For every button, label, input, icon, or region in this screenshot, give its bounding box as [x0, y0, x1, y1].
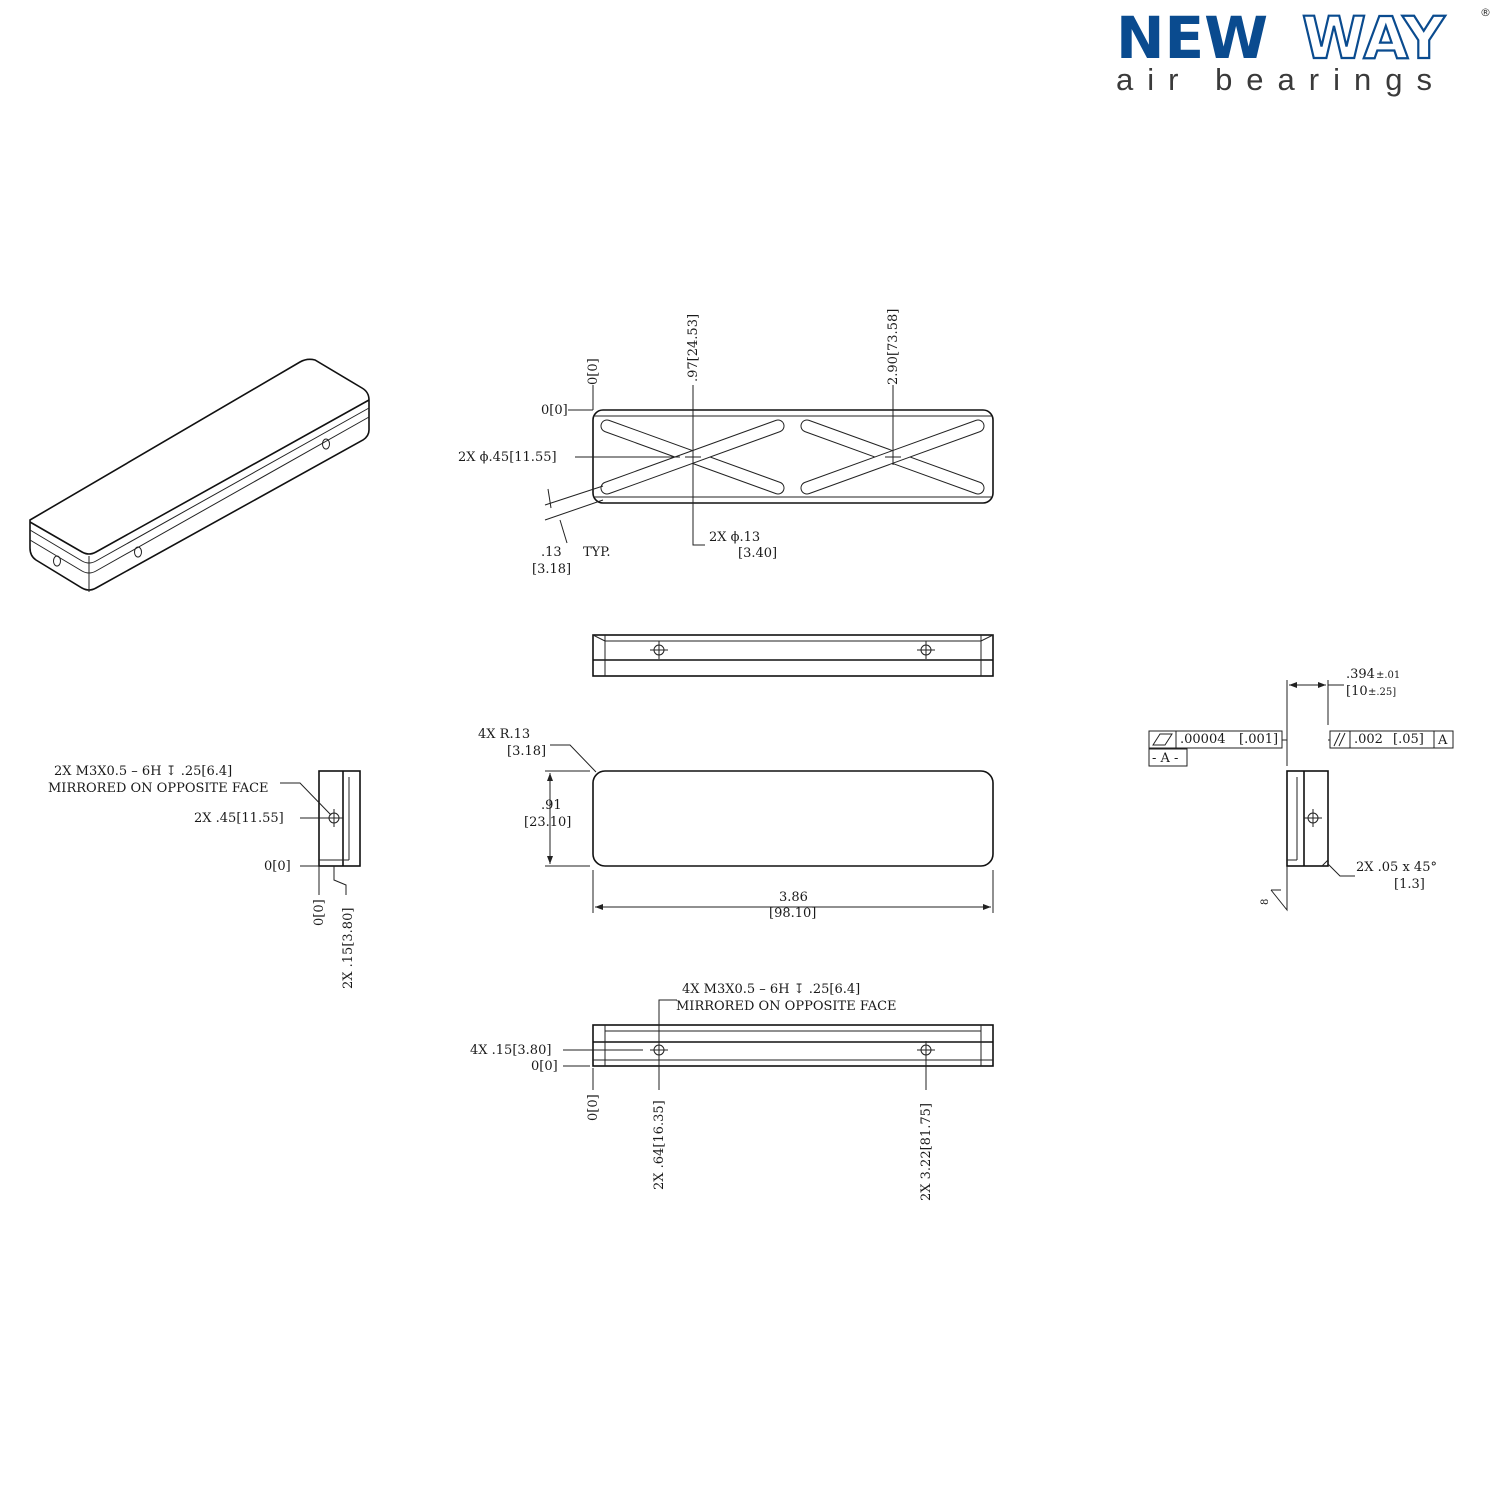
iso-hole: [53, 555, 61, 567]
dim-groove-width: .13: [541, 545, 562, 560]
parallelism-tolerance-mm: [.05]: [1393, 732, 1424, 747]
dim-orifice-mm: [3.40]: [738, 546, 777, 561]
parallelism-frame: [1329, 730, 1454, 749]
dim-corner-radius-mm: [3.18]: [507, 744, 546, 759]
side-mirror-note: MIRRORED ON OPPOSITE FACE: [48, 781, 269, 796]
dim-groove-pos-2: 2.90[73.58]: [886, 309, 901, 385]
dim-chamfer: 2X .05 x 45°: [1356, 860, 1437, 875]
dim-side-depth-pos: 2X .15[3.80]: [341, 908, 356, 989]
left-end-view: 2X M3X0.5 – 6H ↧ .25[6.4] MIRRORED ON OP…: [48, 764, 361, 989]
dim-bottom-depth-pos: 4X .15[3.80]: [470, 1043, 551, 1058]
side-thread-note: 2X M3X0.5 – 6H ↧ .25[6.4]: [54, 764, 232, 779]
dim-length: 3.86: [779, 890, 808, 905]
flatness-tolerance-mm: [.001]: [1239, 732, 1278, 747]
dim-orifice: 2X ϕ.13: [709, 530, 760, 545]
front-view-outline: [592, 770, 994, 867]
isometric-view: [29, 358, 370, 592]
dim-thickness-mm: [10: [1346, 684, 1368, 699]
dim-side-origin-v: 0[0]: [312, 899, 327, 926]
dim-bottom-origin-h: 0[0]: [531, 1059, 558, 1074]
parallelism-datum: A: [1437, 733, 1448, 748]
dim-bore-diameter: 2X ϕ.45[11.55]: [458, 450, 557, 465]
right-end-view: .394 ±.01 [10 ±.25] .00004 [.001] - A - …: [1148, 667, 1454, 912]
dim-groove-width-mm: [3.18]: [532, 562, 571, 577]
dim-height: .91: [541, 798, 562, 813]
dim-side-origin-h: 0[0]: [264, 859, 291, 874]
front-view: 4X R.13 [3.18] .91 [23.10] 3.86 [98.10]: [478, 727, 994, 921]
bottom-thread-note: 4X M3X0.5 – 6H ↧ .25[6.4]: [682, 982, 860, 997]
top-view: 0[0] .97[24.53] 2.90[73.58] 0[0] 2X ϕ.45…: [458, 309, 994, 577]
flatness-icon: [1152, 733, 1173, 746]
dim-bottom-pos-2: 2X 3.22[81.75]: [919, 1103, 934, 1201]
dim-thickness: .394: [1346, 667, 1375, 682]
dim-groove-pos-1: .97[24.53]: [686, 314, 701, 382]
dim-thickness-mm-tol: ±.25]: [1368, 687, 1396, 698]
dim-height-mm: [23.10]: [524, 815, 571, 830]
parallelism-tolerance: .002: [1354, 732, 1383, 747]
dim-origin-x: 0[0]: [541, 403, 568, 418]
dim-origin-y: 0[0]: [586, 358, 601, 385]
dim-side-hole-pos: 2X .45[11.55]: [194, 811, 284, 826]
dim-chamfer-mm: [1.3]: [1394, 877, 1425, 892]
logo-brand-bold: NEW: [1116, 4, 1268, 72]
logo-brand-outline: WAY: [1302, 4, 1446, 72]
dim-corner-radius: 4X R.13: [478, 727, 530, 742]
dim-bottom-pos-1: 2X .64[16.35]: [652, 1100, 667, 1190]
logo-registered-mark: ®: [1480, 6, 1491, 19]
parallelism-icon: [1333, 732, 1341, 747]
iso-hole: [134, 546, 142, 558]
datum-frame: [1148, 748, 1188, 767]
dim-groove-typ: TYP.: [583, 545, 611, 560]
flatness-tolerance: .00004: [1180, 732, 1226, 747]
dim-bottom-origin-v: 0[0]: [586, 1094, 601, 1121]
surface-finish-value: 8: [1260, 899, 1271, 905]
logo-tagline: air bearings: [1116, 62, 1446, 97]
dim-thickness-tol: ±.01: [1376, 670, 1400, 681]
datum-label: - A -: [1152, 751, 1178, 766]
dim-length-mm: [98.10]: [769, 906, 816, 921]
bottom-side-view: 4X M3X0.5 – 6H ↧ .25[6.4] MIRRORED ON OP…: [470, 982, 994, 1201]
iso-hole: [322, 438, 330, 450]
brand-logo: NEW WAY ® air bearings: [1116, 3, 1491, 97]
side-view-upper: [592, 634, 994, 677]
bottom-mirror-note: MIRRORED ON OPPOSITE FACE: [676, 999, 897, 1014]
